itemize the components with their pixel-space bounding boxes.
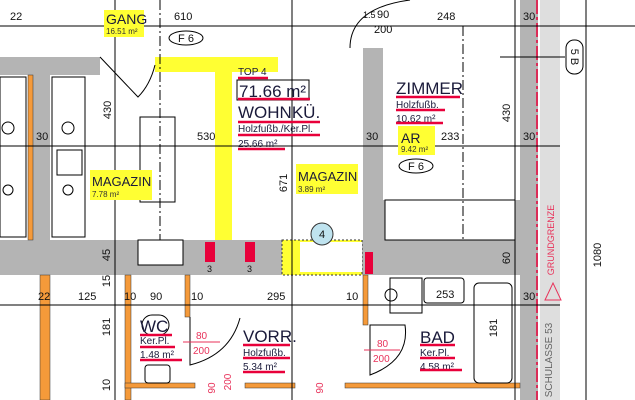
dim-181-bath: 181 — [488, 319, 500, 337]
shaft-label-3b: 3 — [247, 264, 252, 274]
dim-10-a: 10 — [124, 291, 136, 303]
ar-highlight — [398, 126, 435, 155]
tag-f6-text: F 6 — [178, 33, 194, 45]
axis-tag-5b — [565, 39, 584, 75]
magazin-left-highlight — [90, 170, 152, 200]
dim-200-top: 200 — [374, 24, 392, 36]
room-wc-area: 1.48 m² — [140, 350, 175, 361]
tag-f6 — [168, 30, 204, 46]
room-magazin-left-area: 7.78 m² — [92, 190, 119, 199]
door-lower-a-width: 90 — [207, 382, 218, 394]
dim-671: 671 — [278, 174, 290, 192]
partition-walls — [27, 74, 521, 400]
dim-253: 253 — [436, 289, 454, 301]
dim-248: 248 — [437, 11, 455, 23]
magazin-right-highlight — [296, 164, 358, 194]
dim-22-bottom: 22 — [38, 291, 50, 303]
door-wc-width: 80 — [196, 331, 208, 342]
dim-30-left: 30 — [36, 131, 48, 143]
room-vorr-floor: Holzfußb. — [243, 348, 286, 359]
room-zimmer-area: 10.62 m² — [396, 114, 436, 125]
door-bad-height: 200 — [373, 354, 390, 365]
highlight-wall — [215, 57, 232, 240]
dim-30-top-right: 30 — [523, 11, 535, 23]
room-magazin-right-area: 3.89 m² — [298, 185, 325, 194]
room-wohnkueche-area: 25.66 m² — [238, 139, 278, 150]
room-bad-floor: Ker.Pl. — [420, 348, 449, 359]
shaft-opening — [300, 242, 362, 272]
shaft-label-3a: 3 — [207, 264, 212, 274]
dim-60: 60 — [501, 252, 513, 264]
dim-530: 530 — [197, 131, 215, 143]
door-lower-b-width: 90 — [315, 382, 326, 394]
dim-1-5: 1.5 — [363, 10, 376, 20]
wall — [363, 48, 383, 275]
wall-niche — [137, 239, 184, 266]
room-vorr-name: VORR. — [243, 327, 297, 346]
room-magazin-right-name: MAGAZIN — [298, 169, 357, 184]
door-lower-a-height: 200 — [223, 373, 234, 390]
label-underlines — [140, 76, 462, 374]
dim-15: 15 — [101, 275, 113, 287]
tag-f6-zimmer-text: F 6 — [408, 161, 424, 173]
exterior-wall-right — [520, 0, 538, 400]
room-vorr-area: 5.34 m² — [243, 362, 278, 373]
room-wohnkueche-floor: Holzfußb./Ker.Pl. — [238, 124, 313, 135]
room-gang-name: GANG — [106, 11, 147, 27]
dim-45: 45 — [101, 249, 113, 261]
shaft-marker — [365, 252, 373, 274]
dim-10-b: 10 — [191, 291, 203, 303]
dim-90-wc: 90 — [150, 291, 162, 303]
dim-125: 125 — [78, 291, 96, 303]
boundary-triangle-icon — [544, 281, 562, 301]
dim-30-bottom-right: 30 — [523, 291, 535, 303]
shaft-marker — [245, 242, 255, 262]
kitchen-appliances — [0, 0, 513, 384]
room-bad-name: BAD — [420, 328, 455, 347]
shaft-marker — [205, 242, 215, 262]
dim-90-top: 90 — [377, 9, 389, 21]
dim-295: 295 — [267, 291, 285, 303]
marker-4-text: 4 — [319, 229, 325, 241]
dim-30-zimmer-left: 30 — [366, 131, 378, 143]
room-wc-name: WC — [140, 317, 168, 336]
gang-highlight — [104, 10, 144, 37]
room-bad-area: 4.58 m² — [420, 362, 455, 373]
room-zimmer-name: ZIMMER — [396, 79, 463, 98]
dim-10-c: 10 — [346, 291, 358, 303]
unit-top-label: TOP 4 — [238, 67, 267, 78]
axis-tag-5b-text: 5 B — [568, 49, 580, 66]
unit-area: 71.66 m² — [239, 82, 306, 101]
room-ar-name: AR — [401, 130, 420, 146]
wall — [33, 57, 50, 242]
room-ar-area: 9.42 m² — [401, 145, 428, 154]
dim-181-left: 181 — [101, 318, 113, 336]
dim-233: 233 — [441, 131, 459, 143]
room-wohnkueche-name: WOHNKÜ. — [238, 103, 320, 122]
door-bad-width: 80 — [377, 339, 389, 350]
room-zimmer-floor: Holzfußb. — [396, 100, 439, 111]
dim-30-zimmer-right: 30 — [523, 131, 535, 143]
dim-430-left: 430 — [102, 101, 114, 119]
door-wc-height: 200 — [193, 346, 210, 357]
marker-4 — [310, 222, 334, 246]
room-magazin-left-name: MAGAZIN — [92, 174, 151, 189]
dim-610: 610 — [174, 11, 192, 23]
boundary-label: GRUNDGRENZE — [546, 205, 556, 276]
dim-10-bottom: 10 — [101, 379, 113, 391]
dim-22-top: 22 — [10, 11, 22, 23]
street-label: SCHULASSE 53 — [544, 322, 555, 397]
wardrobe — [384, 199, 516, 241]
room-gang-area: 16.51 m² — [106, 27, 138, 36]
dim-430-right: 430 — [501, 104, 513, 122]
tag-f6-zimmer — [398, 158, 434, 174]
dim-1080: 1080 — [592, 243, 604, 267]
room-wc-floor: Ker.Pl. — [140, 336, 169, 347]
